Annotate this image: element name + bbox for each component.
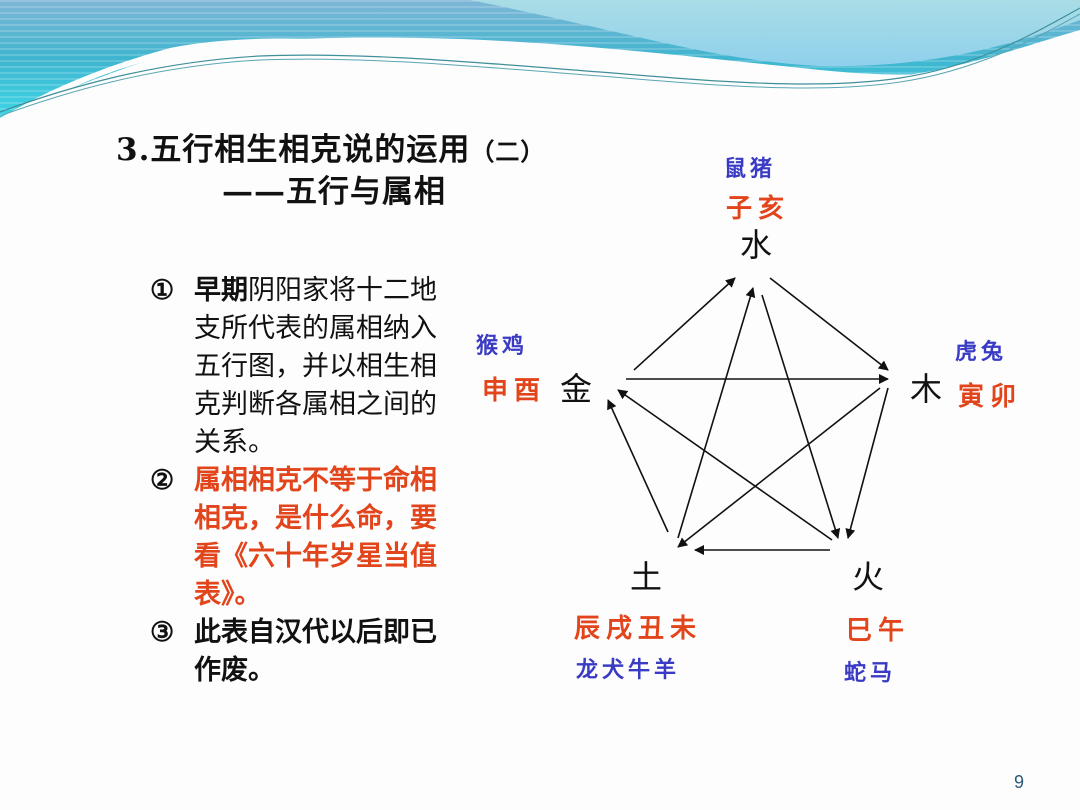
arrow-water-to-fire — [761, 294, 841, 539]
wood-animals: 虎兔 — [955, 339, 1008, 365]
slide-subtitle: ——五行与属相 — [222, 174, 446, 210]
wood-element: 木 — [910, 370, 943, 408]
metal-animals: 猴鸡 — [476, 333, 529, 359]
arrow-wood-to-earth — [677, 387, 881, 548]
fire-element: 火 — [852, 558, 885, 596]
slide-title: 3.五行相生相克说的运用（二） — [116, 124, 545, 169]
point-3-text: 此表自汉代以后即已作废。 — [194, 617, 437, 686]
arrow-water-to-wood — [769, 277, 889, 371]
point-3: ③ 此表自汉代以后即已作废。 — [150, 614, 460, 690]
point-1-bold-prefix: 早期 — [194, 275, 248, 306]
metal-branches: 申酉 — [482, 376, 547, 406]
metal-element: 金 — [560, 370, 593, 408]
point-2: ② 属相相克不等于命相相克，是什么命，要看《六十年岁星当值表》。 — [150, 462, 460, 614]
point-1-text: 阴阳家将十二地支所代表的属相纳入五行图，并以相生相克判断各属相之间的关系。 — [194, 275, 437, 458]
fire-branches: 巳午 — [846, 616, 911, 646]
water-branches: 子亥 — [726, 194, 791, 224]
wood-branches: 寅卯 — [958, 382, 1023, 412]
slide-title-part: （二） — [470, 137, 546, 166]
fire-animals: 蛇马 — [844, 660, 897, 686]
page-number: 9 — [1014, 772, 1025, 792]
header-wave-decoration — [0, 0, 1080, 130]
point-1: ① 早期阴阳家将十二地支所代表的属相纳入五行图，并以相生相克判断各属相之间的关系。 — [150, 272, 460, 462]
arrow-metal-to-water — [633, 277, 736, 371]
earth-branches: 辰戌丑未 — [574, 614, 703, 644]
arrow-earth-to-water — [677, 287, 756, 539]
arrow-fire-to-metal — [617, 389, 833, 541]
water-element: 水 — [740, 226, 773, 264]
slide-title-main: 3.五行相生相克说的运用 — [116, 132, 471, 168]
arrow-wood-to-fire — [845, 387, 889, 539]
point-marker: ③ — [150, 617, 175, 648]
arrow-earth-to-metal — [607, 399, 669, 533]
point-marker: ① — [150, 275, 175, 306]
earth-animals: 龙犬牛羊 — [576, 657, 681, 683]
point-2-text: 属相相克不等于命相相克，是什么命，要看《六十年岁星当值表》。 — [194, 465, 437, 610]
water-animals: 鼠猪 — [724, 156, 777, 182]
earth-element: 土 — [630, 558, 663, 596]
point-marker: ② — [150, 465, 175, 496]
points-list: ① 早期阴阳家将十二地支所代表的属相纳入五行图，并以相生相克判断各属相之间的关系。… — [150, 272, 460, 690]
